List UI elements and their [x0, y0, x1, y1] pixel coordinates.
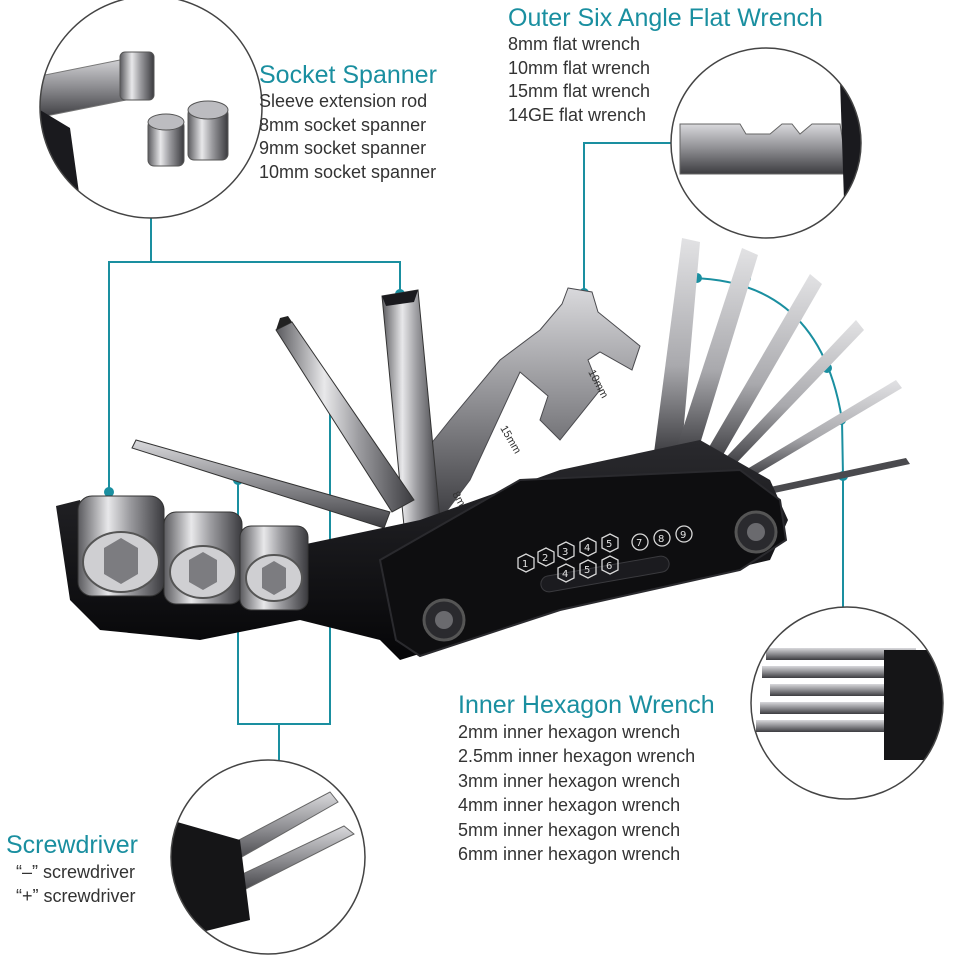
socket-detail-circle [39, 0, 263, 219]
badge-8: 8 [653, 529, 671, 547]
hex-wrench-item: 2mm inner hexagon wrench [458, 722, 681, 742]
svg-text:1: 1 [522, 559, 528, 570]
flat-wrench-detail-circle [670, 47, 862, 239]
hex-wrench-item: 2.5mm inner hexagon wrench [458, 746, 696, 767]
socket-connector-rod [151, 261, 401, 294]
svg-text:3: 3 [562, 547, 568, 558]
screwdriver-detail-circle [170, 759, 366, 955]
socket-spanner-item: 8mm socket spanner [259, 114, 427, 135]
hex-key-2mm [756, 458, 910, 496]
badge-4b: 4 [557, 563, 575, 583]
socket-8mm [239, 525, 309, 611]
badge-5a: 5 [601, 533, 619, 553]
socket-9mm [163, 511, 243, 605]
hex-key-5mm [672, 248, 758, 470]
flat-wrench-item: 14GE flat wrench [508, 104, 647, 125]
wrench-mark-15mm: 15mm [497, 424, 523, 456]
flat-connector [583, 142, 676, 293]
hex-key-2.5mm [732, 380, 902, 484]
socket-spanner-item: 9mm socket spanner [259, 138, 427, 158]
svg-text:5: 5 [606, 539, 612, 550]
badge-5b: 5 [579, 559, 597, 579]
flat-wrench-label: Outer Six Angle Flat Wrench 8mm flat wre… [508, 3, 823, 127]
screwdriver-heading: Screwdriver [6, 831, 138, 859]
screwdriver-label: Screwdriver “–” screwdriver “+” screwdri… [6, 830, 138, 908]
svg-text:9: 9 [680, 530, 686, 541]
flat-wrench-item: 10mm flat wrench [508, 57, 651, 78]
badge-1: 1 [517, 553, 535, 573]
hex-wrench-label: Inner Hexagon Wrench 2mm inner hexagon w… [458, 690, 715, 866]
flat-wrench-item: 8mm flat wrench [508, 34, 641, 54]
flat-wrench-item: 15mm flat wrench [508, 81, 651, 101]
hex-wrench-item: 5mm inner hexagon wrench [458, 819, 681, 840]
socket-spanner-item: 10mm socket spanner [259, 161, 437, 182]
socket-spanner-label: Socket Spanner Sleeve extension rod 8mm … [259, 60, 437, 184]
socket-connector [108, 218, 152, 492]
flat-screwdriver [131, 439, 391, 529]
screwdriver-item: “–” screwdriver [16, 862, 136, 882]
hex-keys [652, 238, 910, 496]
socket-10mm [77, 495, 165, 597]
badge-3: 3 [557, 541, 575, 561]
badge-4a: 4 [579, 537, 597, 557]
badge-9: 9 [675, 525, 693, 543]
badge-2: 2 [537, 547, 555, 567]
svg-text:2: 2 [542, 553, 548, 564]
svg-text:4: 4 [584, 543, 590, 554]
svg-text:7: 7 [636, 538, 642, 549]
sockets [77, 495, 309, 611]
flat-wrench-heading: Outer Six Angle Flat Wrench [508, 4, 823, 32]
badge-6: 6 [601, 555, 619, 575]
hex-wrench-heading: Inner Hexagon Wrench [458, 691, 715, 719]
svg-text:5: 5 [584, 565, 590, 576]
badge-7: 7 [631, 533, 649, 551]
screwdriver-item: “+” screwdriver [16, 886, 136, 906]
hex-wrench-item: 4mm inner hexagon wrench [458, 795, 681, 816]
socket-spanner-item: Sleeve extension rod [259, 91, 428, 111]
hex-key-3mm [714, 320, 864, 476]
hex-wrench-item: 3mm inner hexagon wrench [458, 770, 681, 791]
hex-wrench-item: 6mm inner hexagon wrench [458, 844, 681, 865]
tool-number-badges: 1 2 3 4 5 4 5 6 7 8 9 [517, 525, 693, 583]
svg-text:6: 6 [606, 561, 612, 572]
hex-key-6mm [652, 238, 700, 470]
svg-text:4: 4 [562, 569, 568, 580]
svg-text:8: 8 [658, 534, 664, 545]
hex-key-4mm [698, 274, 822, 474]
body-slot [540, 555, 670, 593]
hex-detail-circle [750, 606, 944, 800]
socket-spanner-heading: Socket Spanner [259, 61, 437, 89]
phillips-screwdriver [275, 316, 415, 513]
